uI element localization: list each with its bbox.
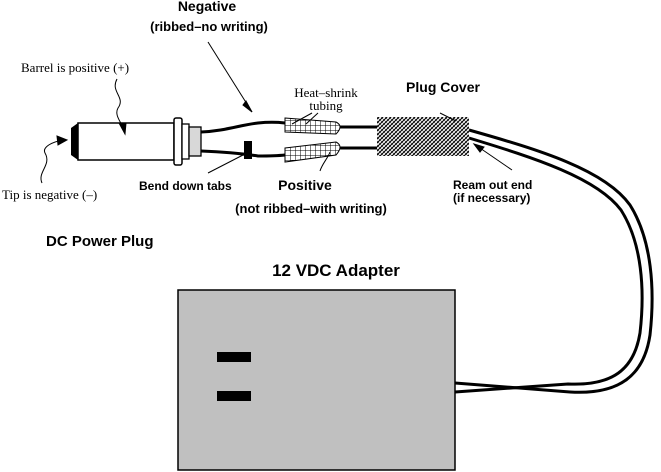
heat-shrink-pointer-2 bbox=[305, 112, 319, 125]
ream-pointer bbox=[476, 145, 513, 171]
positive-note: (not ribbed–with writing) bbox=[235, 201, 387, 216]
tip-label: Tip is negative (–) bbox=[2, 187, 97, 202]
plug-cover-pointer bbox=[439, 112, 457, 122]
heat-shrink-upper bbox=[284, 117, 341, 135]
ream-pointer-head bbox=[472, 143, 485, 153]
plug-collar bbox=[173, 117, 183, 166]
barrel-pointer-head bbox=[118, 122, 127, 136]
cable-strand-1 bbox=[454, 128, 654, 394]
tip-pointer-head bbox=[56, 135, 69, 146]
plug-tip bbox=[71, 123, 78, 160]
adapter-prong-bottom bbox=[217, 391, 251, 401]
vdc-adapter bbox=[177, 289, 456, 471]
bent-tab bbox=[244, 141, 252, 159]
heat-shrink-tubing bbox=[284, 117, 341, 163]
heat-shrink-lower bbox=[284, 141, 341, 163]
adapter-cable bbox=[454, 128, 654, 394]
plug-barrel bbox=[77, 122, 175, 161]
adapter-prong-top bbox=[217, 352, 251, 362]
adapter-body bbox=[177, 289, 456, 471]
dc-power-plug bbox=[71, 117, 252, 166]
positive-pointer bbox=[319, 151, 331, 172]
plug-cover bbox=[377, 117, 469, 156]
positive-lead bbox=[200, 149, 286, 158]
wire-leads bbox=[200, 120, 378, 158]
negative-note: (ribbed–no writing) bbox=[150, 19, 268, 34]
dc-plug-label: DC Power Plug bbox=[46, 233, 154, 250]
heat-shrink-pointer-1 bbox=[291, 112, 313, 125]
tabs-pointer bbox=[207, 154, 244, 174]
heat-shrink-label-2: tubing bbox=[309, 98, 343, 113]
adapter-label: 12 VDC Adapter bbox=[272, 261, 400, 280]
plug-terminal-body bbox=[188, 126, 202, 157]
callout-pointers bbox=[40, 41, 513, 184]
plug-collar-inner bbox=[181, 123, 190, 160]
heat-shrink-label-1: Heat–shrink bbox=[294, 85, 358, 100]
negative-label: Negative bbox=[178, 0, 237, 14]
plug-cover-label: Plug Cover bbox=[406, 79, 480, 95]
tip-pointer bbox=[40, 139, 64, 184]
negative-lead bbox=[200, 120, 286, 134]
ream-label-2: (if necessary) bbox=[453, 191, 530, 205]
barrel-label: Barrel is positive (+) bbox=[21, 60, 129, 75]
ream-label-1: Ream out end bbox=[453, 178, 532, 192]
positive-label: Positive bbox=[278, 177, 332, 193]
cable-strand-2 bbox=[454, 136, 644, 394]
bend-tabs-label: Bend down tabs bbox=[139, 179, 232, 193]
negative-pointer bbox=[207, 41, 253, 113]
negative-pointer-head bbox=[242, 100, 253, 113]
